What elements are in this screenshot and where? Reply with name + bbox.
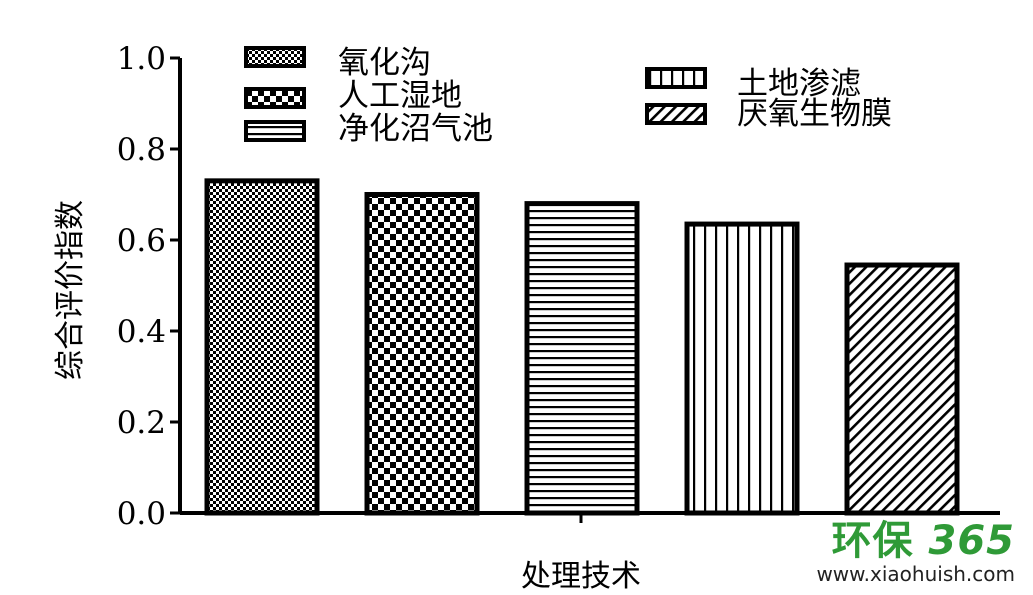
bar-5 xyxy=(844,262,960,516)
bar-4 xyxy=(684,221,800,516)
bar-3 xyxy=(524,201,640,516)
legend-label-1: 氧化沟 xyxy=(338,45,431,81)
legend-swatch-4 xyxy=(645,67,707,89)
watermark: 环保 365 www.xiaohuish.com xyxy=(816,519,1015,585)
x-axis-label: 处理技术 xyxy=(521,559,641,594)
y-tick-label: 0.2 xyxy=(117,405,166,441)
legend-swatch-5 xyxy=(645,103,707,125)
bar-1 xyxy=(204,178,320,516)
y-tick-label: 0.6 xyxy=(117,223,166,259)
y-tick-label: 1.0 xyxy=(117,41,166,77)
y-tick-label: 0.0 xyxy=(117,496,166,532)
legend-swatch-1 xyxy=(244,46,306,68)
watermark-url: www.xiaohuish.com xyxy=(816,562,1015,586)
y-tick-label: 0.8 xyxy=(117,132,166,168)
y-tick-label: 0.4 xyxy=(117,314,166,350)
legend-label-4: 土地渗滤 xyxy=(737,66,861,102)
legend-label-2: 人工湿地 xyxy=(338,78,462,114)
watermark-logo-num: 365 xyxy=(928,518,1015,564)
legend-label-5: 厌氧生物膜 xyxy=(737,96,892,132)
legend-swatch-2 xyxy=(244,87,306,109)
bar-2 xyxy=(364,192,480,516)
bars xyxy=(204,178,960,516)
legend-swatch-3 xyxy=(244,120,306,142)
watermark-logo-text: 环保 xyxy=(831,518,914,564)
legend-label-3: 净化沼气池 xyxy=(338,111,493,147)
watermark-logo: 环保 365 xyxy=(816,519,1015,563)
y-axis-label: 综合评价指数 xyxy=(53,200,88,380)
